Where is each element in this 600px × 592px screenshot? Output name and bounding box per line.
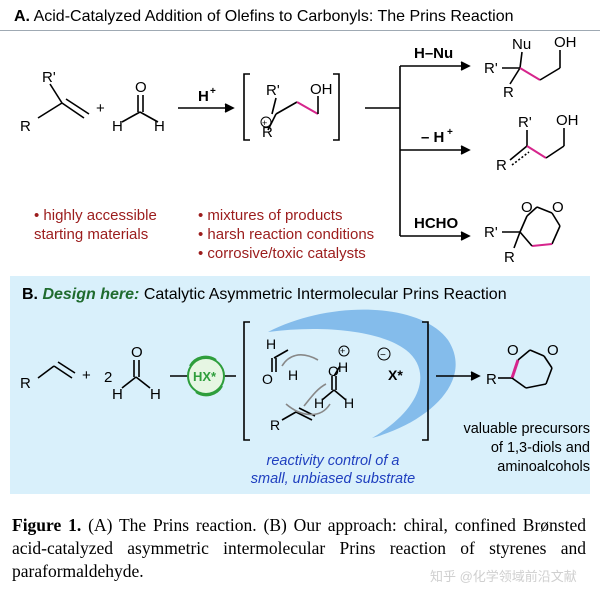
- b-product-r-label: R: [486, 371, 497, 388]
- reactivity-line-2: small, unbiased substrate: [250, 471, 416, 487]
- panel-a-scheme: R R' + O H H H + R' R + OH H–Nu – H + HC…: [20, 34, 579, 266]
- caption-label: Figure 1.: [12, 515, 82, 535]
- branch-minus-h-label: – H: [421, 129, 444, 146]
- plus-sign-a: +: [96, 100, 105, 117]
- formaldehyde-h2-label: H: [154, 118, 165, 135]
- watermark: 知乎 @化学领域前沿文献: [430, 569, 577, 584]
- formaldehyde-o-label: O: [135, 79, 147, 96]
- product1-r-label: R: [503, 84, 514, 101]
- plus-sign-b: +: [82, 367, 91, 384]
- branch-hcho-label: HCHO: [414, 215, 458, 232]
- panel-a-title-text: Acid-Catalyzed Addition of Olefins to Ca…: [33, 8, 514, 25]
- styrene-r-label-visible: R: [20, 375, 31, 392]
- panel-b-emph: Design here:: [42, 286, 140, 303]
- b-formaldehyde-o-label: O: [131, 344, 143, 361]
- product1-oh-label: OH: [554, 34, 577, 51]
- product-line-3: aminoalcohols: [497, 459, 590, 475]
- alkene-r-label: R: [20, 118, 31, 135]
- equiv-two: 2: [104, 369, 112, 386]
- panel-b-scheme: + R + 2 O H H HX* H O H + H O H H R − X*…: [20, 309, 559, 441]
- catalyst-label: HX*: [193, 369, 217, 384]
- panel-b-background: [10, 276, 590, 494]
- intermediate-r-label: R: [262, 124, 273, 141]
- product2-rprime-label: R': [518, 114, 532, 131]
- branch-minus-h-sup: +: [447, 127, 453, 138]
- alkene-rprime-label: R': [42, 69, 56, 86]
- complex-h-bottom2: H: [344, 395, 354, 411]
- complex-r-label: R: [270, 417, 280, 433]
- intermediate-oh-label: OH: [310, 81, 333, 98]
- product3-rprime-label: R': [484, 224, 498, 241]
- product1-rprime-label: R': [484, 60, 498, 77]
- figure-caption: Figure 1. (A) The Prins reaction. (B) Ou…: [12, 514, 586, 583]
- product2-oh-label: OH: [556, 112, 579, 129]
- product-line-1: valuable precursors: [463, 421, 590, 437]
- complex-o-proton: O: [328, 363, 339, 379]
- product2-r-label: R: [496, 157, 507, 174]
- complex-plus-charge: +: [340, 346, 345, 356]
- drawback-right-line-3: • corrosive/toxic catalysts: [198, 245, 366, 262]
- reactivity-note: reactivity control of a small, unbiased …: [238, 452, 428, 488]
- drawback-right-line-1: • mixtures of products: [198, 207, 343, 224]
- product3-r-label: R: [504, 249, 515, 266]
- product3-o2-label: O: [552, 199, 564, 216]
- panel-a-letter: A.: [14, 8, 30, 25]
- drawback-left-line-1: • highly accessible: [34, 207, 157, 224]
- complex-h-left: H: [288, 367, 298, 383]
- panel-b-title-text: Catalytic Asymmetric Intermolecular Prin…: [139, 286, 507, 303]
- b-product-o2-label: O: [547, 342, 559, 359]
- acid-label: H: [198, 88, 209, 105]
- drawbacks-left: • highly accessible starting materials: [34, 206, 157, 244]
- drawback-right-line-2: • harsh reaction conditions: [198, 226, 375, 243]
- acid-label-sup: +: [210, 86, 216, 97]
- formaldehyde-h1-label: H: [112, 118, 123, 135]
- b-product-o1-label: O: [507, 342, 519, 359]
- complex-h-top: H: [266, 336, 276, 352]
- b-formaldehyde-h1-label: H: [112, 386, 123, 403]
- intermediate-rprime-label: R': [266, 82, 280, 99]
- panel-b-letter: B.: [22, 286, 38, 303]
- branch-hnu-label: H–Nu: [414, 45, 453, 62]
- complex-h-proton: H: [338, 359, 348, 375]
- complex-o-left: O: [262, 371, 273, 387]
- cation-label: +: [262, 118, 267, 128]
- drawback-left-line-2: starting materials: [34, 226, 149, 243]
- complex-h-bottom1: H: [314, 395, 324, 411]
- product1-nu-label: Nu: [512, 36, 531, 53]
- drawbacks-right: • mixtures of products • harsh reaction …: [198, 206, 374, 263]
- reactivity-line-1: reactivity control of a: [266, 453, 400, 469]
- product-line-2: of 1,3-diols and: [490, 440, 590, 456]
- caption-text: (A) The Prins reaction. (B) Our approach…: [12, 515, 586, 581]
- panel-b-title: B. Design here: Catalytic Asymmetric Int…: [22, 286, 507, 304]
- product3-o1-label: O: [521, 199, 533, 216]
- counterion-label: X*: [388, 367, 403, 383]
- counterion-minus: −: [380, 350, 386, 361]
- product-note: valuable precursors of 1,3-diols and ami…: [430, 420, 590, 477]
- b-formaldehyde-h2-label: H: [150, 386, 161, 403]
- panel-a-divider: [0, 30, 600, 31]
- panel-a-title: A. Acid-Catalyzed Addition of Olefins to…: [14, 8, 514, 26]
